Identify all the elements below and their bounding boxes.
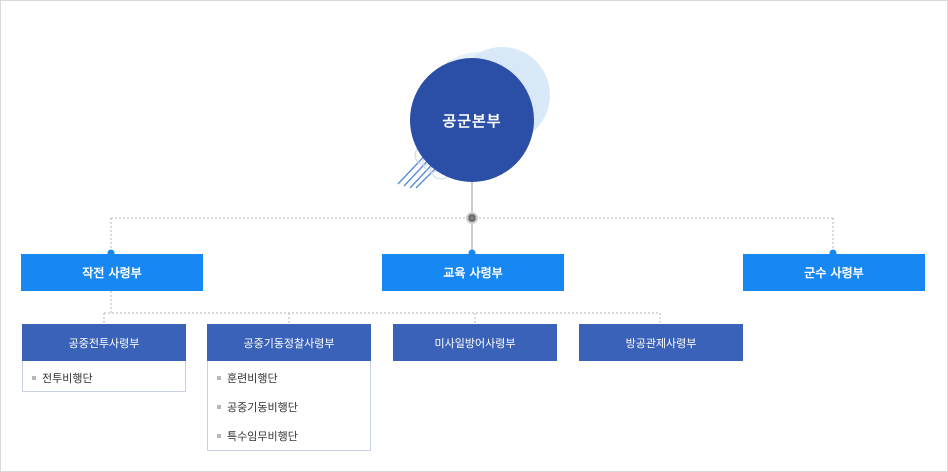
subordinate-air-combat: 공중전투사령부 [22, 324, 186, 361]
wing-item: 특수임무비행단 [217, 428, 298, 444]
subordinate-air-control: 방공관제사령부 [579, 324, 743, 361]
wing-label: 전투비행단 [42, 372, 93, 385]
bullet-icon [217, 405, 221, 409]
wing-list [22, 361, 186, 392]
command-logistics: 군수 사령부 [743, 254, 925, 291]
subordinate-label: 공중전투사령부 [68, 336, 140, 350]
bullet-icon [217, 434, 221, 438]
wing-item: 공중기동비행단 [217, 399, 298, 415]
bullet-icon [217, 376, 221, 380]
subordinate-label: 공중기동정찰사령부 [243, 336, 335, 350]
command-label: 군수 사령부 [804, 266, 864, 280]
hq-node: 공군본부 [410, 58, 534, 182]
wing-label: 훈련비행단 [227, 372, 278, 385]
wing-label: 공중기동비행단 [227, 401, 298, 414]
wing-list [207, 361, 371, 451]
wing-item: 전투비행단 [32, 370, 93, 386]
wing-label: 특수임무비행단 [227, 430, 298, 443]
command-education: 교육 사령부 [382, 254, 564, 291]
hq-label: 공군본부 [442, 111, 502, 130]
subordinate-label: 미사일방어사령부 [434, 336, 516, 350]
command-operations: 작전 사령부 [21, 254, 203, 291]
subordinate-mobility-recon: 공중기동정찰사령부 [207, 324, 371, 361]
wing-item: 훈련비행단 [217, 370, 278, 386]
subordinate-label: 방공관제사령부 [625, 336, 697, 350]
bullet-icon [32, 376, 36, 380]
subordinate-missile-defense: 미사일방어사령부 [393, 324, 557, 361]
command-label: 작전 사령부 [82, 266, 142, 280]
command-label: 교육 사령부 [443, 266, 503, 280]
